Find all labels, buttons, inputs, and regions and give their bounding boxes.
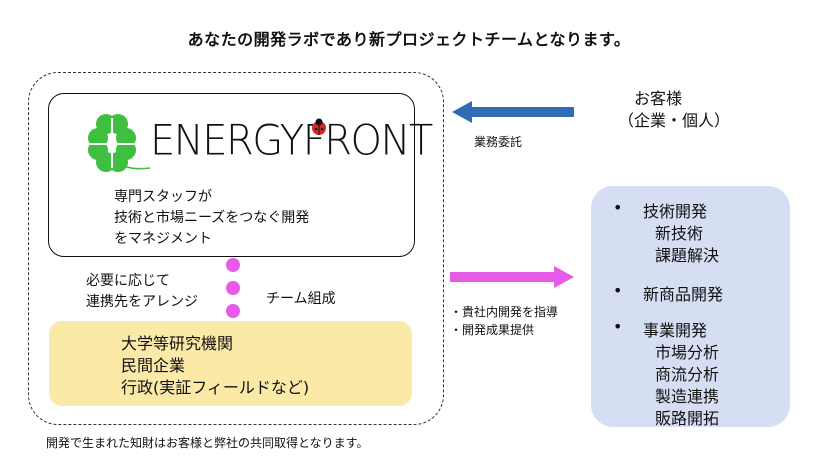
- description-line: をマネジメント: [114, 231, 212, 247]
- partner-item: 民間企業: [121, 356, 186, 375]
- partner-item: 行政(実証フィールドなど): [121, 378, 310, 397]
- description-line: 専門スタッフが: [114, 189, 212, 205]
- result-sub-item: 市場分析: [655, 343, 720, 362]
- client-line: （企業・個人）: [618, 111, 731, 130]
- page-title: あなたの開発ラボであり新プロジェクトチームとなります。: [187, 30, 631, 49]
- result-sub-item: 課題解決: [655, 246, 720, 265]
- result-label: 技術開発: [643, 202, 708, 221]
- deliverables-line: ・貴社内開発を指導: [450, 305, 559, 319]
- company-description: 専門スタッフが 技術と市場ニーズをつなぐ開発 をマネジメント: [114, 187, 309, 250]
- result-sub-item: 新技術: [655, 224, 704, 243]
- client-label: お客様 （企業・個人）: [618, 88, 730, 132]
- connector-note-line: 必要に応じて: [86, 273, 170, 289]
- deliverables-line: ・開発成果提供: [450, 323, 535, 337]
- team-formation-label: チーム組成: [266, 291, 336, 307]
- ladybug-icon: [312, 118, 326, 135]
- partner-item: 大学等研究機関: [121, 334, 234, 353]
- description-line: 技術と市場ニーズをつなぐ開発: [114, 210, 310, 226]
- commission-label: 業務委託: [474, 135, 523, 149]
- result-sub-item: 商流分析: [655, 365, 720, 384]
- connector-dot: [226, 258, 240, 272]
- clover-logo-icon: [88, 114, 151, 172]
- result-sub-item: 製造連携: [655, 387, 720, 406]
- connector-note: 必要に応じて 連携先をアレンジ: [86, 271, 198, 313]
- result-label: 事業開発: [643, 321, 708, 340]
- commission-arrow-icon: [452, 101, 574, 123]
- partners-box: 大学等研究機関 民間企業 行政(実証フィールドなど): [49, 321, 412, 406]
- lab-boundary: [28, 72, 444, 425]
- bullet: •: [613, 198, 623, 217]
- connector-note-line: 連携先をアレンジ: [86, 294, 198, 310]
- deliverables-labels: ・貴社内開発を指導 ・開発成果提供: [450, 303, 558, 339]
- deliverables-arrow-icon: [450, 266, 574, 288]
- bullet: •: [613, 281, 623, 300]
- result-label: 新商品開発: [643, 285, 724, 304]
- footnote: 開発で生まれた知財はお客様と弊社の共同取得となります。: [46, 436, 369, 450]
- result-sub-item: 販路開拓: [655, 409, 720, 428]
- connector-dot: [226, 304, 240, 318]
- connector-dot: [226, 281, 240, 295]
- results-box: • 技術開発 新技術 課題解決 • 新商品開発 • 事業開発 市場分析 商流分析…: [591, 186, 790, 428]
- bullet: •: [613, 317, 623, 336]
- client-line: お客様: [634, 89, 683, 108]
- company-logo-text: ENERGYFRONT: [150, 116, 433, 166]
